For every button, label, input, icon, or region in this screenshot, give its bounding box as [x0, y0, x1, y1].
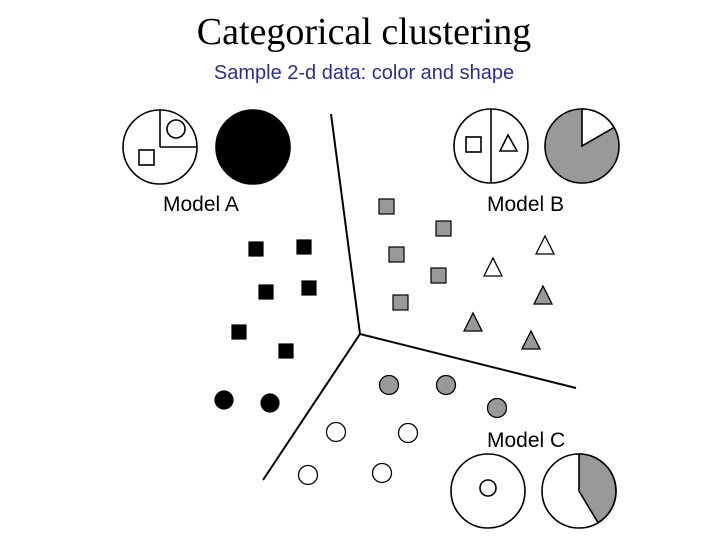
divider-lower-left	[262, 333, 361, 481]
white-circle	[297, 464, 319, 486]
slide-title: Categorical clustering	[196, 11, 532, 53]
divider-vertical	[330, 113, 361, 335]
model-a-color-pie-icon	[215, 109, 291, 185]
cluster-a-points	[214, 239, 317, 413]
white-triangle	[534, 234, 556, 255]
black-square	[278, 343, 294, 359]
gray-square	[430, 267, 447, 284]
cluster-b-squares	[378, 198, 452, 311]
gray-triangle	[532, 284, 554, 305]
white-triangle	[482, 256, 504, 277]
model-a-label: Model A	[163, 193, 239, 216]
white-circle	[325, 421, 347, 443]
white-circle	[371, 462, 393, 484]
model-c-shape-pie-icon	[450, 453, 526, 529]
gray-square	[378, 198, 395, 215]
gray-circle	[435, 374, 457, 396]
gray-circle	[378, 374, 400, 396]
divider-right	[359, 333, 577, 389]
gray-triangle	[520, 329, 542, 350]
cluster-b-triangles	[462, 234, 556, 350]
black-square	[301, 280, 317, 296]
model-c-color-pie-icon	[541, 453, 617, 529]
partition-lines	[262, 113, 577, 481]
white-circle	[397, 422, 419, 444]
black-square	[296, 239, 312, 255]
model-a-shape-pie-icon	[122, 109, 198, 185]
cluster-c-points	[297, 374, 508, 486]
black-circle	[260, 393, 280, 413]
black-circle	[214, 390, 234, 410]
black-square	[248, 241, 264, 257]
gray-circle	[486, 397, 508, 419]
gray-triangle	[462, 311, 484, 332]
gray-square	[388, 246, 405, 263]
model-b-color-pie-icon	[544, 108, 620, 184]
model-c-label: Model C	[487, 429, 566, 452]
black-square	[258, 284, 274, 300]
gray-square	[392, 294, 409, 311]
model-b-label: Model B	[487, 193, 565, 216]
gray-square	[435, 220, 452, 237]
model-b-shape-pie-icon	[453, 108, 529, 184]
black-square	[231, 324, 247, 340]
slide-subtitle: Sample 2-d data: color and shape	[213, 62, 515, 84]
